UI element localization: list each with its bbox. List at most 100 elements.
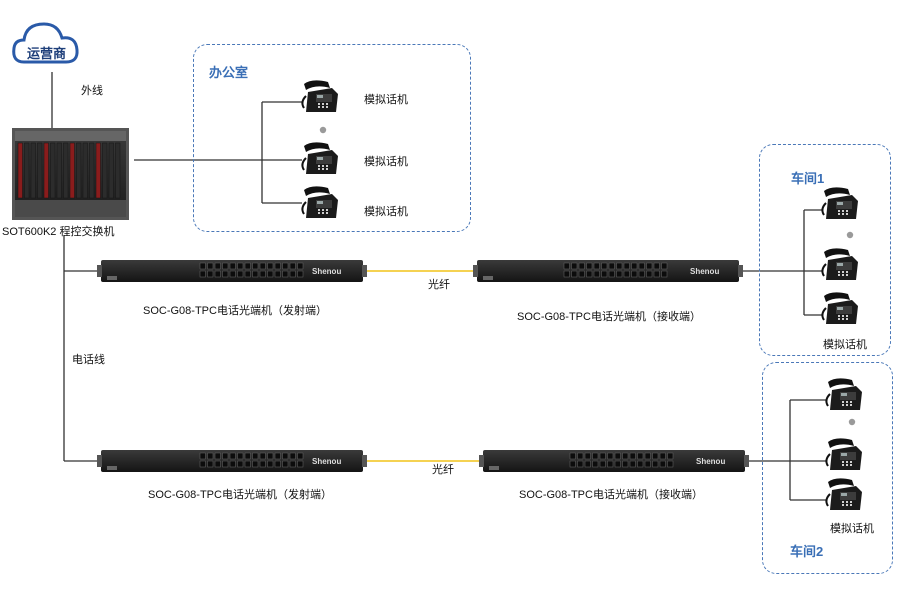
transmitter-device-1: Shenou: [97, 260, 367, 282]
rj11-port: [599, 452, 606, 460]
rj11-port: [623, 270, 630, 278]
rj11-port: [244, 460, 251, 468]
pbx-card-slot: [108, 142, 114, 199]
rj11-port: [586, 262, 593, 270]
rj11-port: [297, 262, 304, 270]
rj11-port: [653, 270, 660, 278]
rj11-port: [207, 262, 214, 270]
rj11-port: [578, 270, 585, 278]
rj11-port: [608, 270, 615, 278]
link1-transmitter-label: SOC-G08-TPC电话光端机（发射端）: [143, 305, 327, 317]
link2-transmitter-label: SOC-G08-TPC电话光端机（发射端）: [148, 489, 332, 501]
rj11-port: [259, 270, 266, 278]
rj11-port: [289, 452, 296, 460]
rj11-port: [274, 262, 281, 270]
rj11-port: [259, 452, 266, 460]
device-brand-label: Shenou: [312, 457, 341, 466]
rj11-port: [214, 460, 221, 468]
ellipsis-dot: [319, 126, 327, 134]
carrier-cloud-icon: [12, 22, 79, 64]
outside-line-label: 外线: [81, 85, 103, 97]
device-brand-label: Shenou: [312, 267, 341, 276]
ellipsis-dot: [848, 418, 856, 426]
rj11-port: [578, 262, 585, 270]
rj11-port: [667, 452, 674, 460]
rj11-port: [622, 460, 629, 468]
rj11-port: [252, 270, 259, 278]
pbx-card-slot: [102, 142, 108, 199]
rj11-port: [259, 460, 266, 468]
rj11-port: [199, 452, 206, 460]
rj11-port: [222, 270, 229, 278]
rj11-port: [267, 270, 274, 278]
pbx-card-slot: [82, 142, 88, 199]
workshop1-phone-label: 模拟话机: [823, 339, 867, 351]
pbx-card-slots: [17, 142, 121, 199]
rj11-port: [252, 452, 259, 460]
pbx-card-slot: [115, 142, 121, 199]
rj11-port: [297, 270, 304, 278]
office-phone-2-label: 模拟话机: [364, 156, 408, 168]
rj11-port: [214, 270, 221, 278]
pbx-card-slot: [30, 142, 36, 199]
link2-fiber-label: 光纤: [432, 464, 454, 476]
office-zone: [193, 44, 471, 232]
workshop2-phone-label: 模拟话机: [830, 523, 874, 535]
device-brand-label: Shenou: [696, 457, 725, 466]
rj11-port: [586, 270, 593, 278]
rj11-port: [237, 262, 244, 270]
pbx-card-slot: [56, 142, 62, 199]
rj11-port: [614, 460, 621, 468]
rj11-port: [199, 270, 206, 278]
rj11-port: [616, 270, 623, 278]
rj11-port: [571, 270, 578, 278]
rj11-port: [214, 262, 221, 270]
rj11-port: [614, 452, 621, 460]
transmitter-device-2: Shenou: [97, 450, 367, 472]
pbx-card-slot: [95, 142, 101, 199]
link1-fiber-label: 光纤: [428, 279, 450, 291]
office-title: 办公室: [209, 65, 249, 80]
rj11-port: [237, 452, 244, 460]
pbx-label: SOT600K2 程控交换机: [2, 226, 115, 238]
rj11-port: [644, 460, 651, 468]
pbx-card-slot: [17, 142, 23, 199]
rj11-port: [297, 460, 304, 468]
rj11-port: [229, 270, 236, 278]
fiber-cables: [362, 270, 483, 462]
ellipsis-dot: [846, 231, 854, 239]
rj11-port: [661, 262, 668, 270]
rj11-port: [584, 460, 591, 468]
phone-line-label: 电话线: [72, 354, 105, 366]
receiver-device-2: Shenou: [479, 450, 749, 472]
rj11-port: [601, 270, 608, 278]
rj11-port: [563, 270, 570, 278]
rj11-port: [199, 262, 206, 270]
carrier-label: 运营商: [27, 46, 67, 61]
rj11-port: [607, 452, 614, 460]
link2-receiver-label: SOC-G08-TPC电话光端机（接收端）: [519, 489, 703, 501]
rj11-port: [584, 452, 591, 460]
rj11-port: [569, 460, 576, 468]
rj11-port: [631, 262, 638, 270]
cable-lines: [51, 72, 826, 501]
rj11-port: [652, 460, 659, 468]
rj11-port: [289, 262, 296, 270]
rj11-port: [652, 452, 659, 460]
rj11-port: [244, 452, 251, 460]
rj11-port: [659, 460, 666, 468]
workshop1-zone: [759, 144, 891, 356]
pbx-cabinet-icon: [12, 128, 129, 220]
rj11-port: [289, 270, 296, 278]
rj11-port: [623, 262, 630, 270]
pbx-card-slot: [43, 142, 49, 199]
rj11-port: [297, 452, 304, 460]
office-phone-1-label: 模拟话机: [364, 94, 408, 106]
rj11-port: [629, 460, 636, 468]
rj11-port: [653, 262, 660, 270]
rj11-port: [631, 270, 638, 278]
rj11-port: [599, 460, 606, 468]
rj11-port: [267, 460, 274, 468]
rj11-port: [577, 460, 584, 468]
rj11-port: [661, 270, 668, 278]
